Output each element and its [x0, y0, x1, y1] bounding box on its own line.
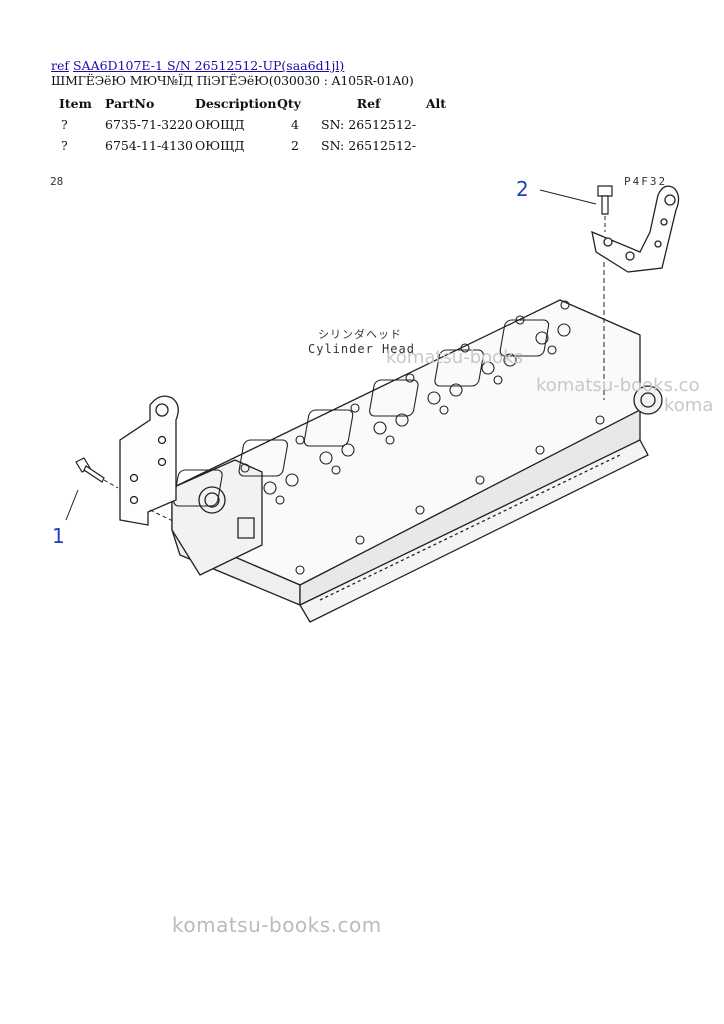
front-lifting-bracket — [119, 395, 179, 526]
col-qty: Qty — [277, 95, 301, 111]
cell-ref: SN: 26512512- — [321, 138, 417, 153]
leader-line-2 — [539, 189, 597, 205]
leader-line-1 — [65, 489, 79, 521]
watermark-overlay-b: komatsu-books.co — [536, 375, 700, 396]
cell-qty: 2 — [291, 138, 299, 153]
watermark-bottom: komatsu-books.com — [172, 913, 382, 937]
cell-partno: 6735-71-3220 — [105, 117, 193, 132]
cell-description: ОЮЩД — [195, 117, 245, 132]
watermark-overlay-c: koma — [664, 395, 714, 416]
callout-1: 1 — [52, 524, 65, 548]
cylinder-3 — [303, 409, 409, 447]
cell-item: ? — [61, 117, 68, 132]
ref-link[interactable]: ref — [51, 58, 69, 73]
table-row: ? 6754-11-4130 ОЮЩД 2 SN: 26512512- — [51, 135, 446, 156]
cell-description: ОЮЩД — [195, 138, 245, 153]
rear-lifting-bracket — [591, 185, 680, 273]
table-row: ? 6735-71-3220 ОЮЩД 4 SN: 26512512- — [51, 114, 446, 135]
figure-code: P4F32 — [624, 175, 668, 188]
callout-2: 2 — [516, 177, 529, 201]
cylinder-2 — [238, 439, 355, 477]
watermark-overlay-a: komatsu-books — [386, 347, 523, 368]
cell-ref: SN: 26512512- — [321, 117, 417, 132]
cylinder-4 — [369, 379, 463, 417]
cell-qty: 4 — [291, 117, 299, 132]
col-partno: PartNo — [105, 95, 155, 111]
table-header-row: Item PartNo Description Qty Ref Alt — [51, 92, 446, 114]
front-bolt — [75, 457, 105, 483]
col-ref: Ref — [356, 95, 381, 111]
model-link[interactable]: SAA6D107E-1 S/N 26512512-UP(saa6d1jl) — [72, 58, 345, 73]
label-cylinder-head: Cylinder Head — [308, 342, 415, 356]
col-alt: Alt — [425, 95, 447, 111]
cell-item: ? — [61, 138, 68, 153]
parts-table: Item PartNo Description Qty Ref Alt ? 67… — [51, 92, 446, 156]
col-item: Item — [59, 95, 92, 111]
col-description: Description — [195, 95, 277, 111]
cylinder-6 — [499, 319, 571, 357]
edge-bolts — [240, 300, 605, 575]
page-subtitle: ШМГЁЭёЮ МЮЧ№ЇД ПiЭГЁЭёЮ(030030 : A105R-0… — [51, 73, 414, 88]
header-links: ref SAA6D107E-1 S/N 26512512-UP(saa6d1jl… — [51, 57, 344, 74]
drawing-corner-code: 28 — [50, 175, 64, 188]
rear-bolt — [597, 185, 613, 215]
cell-partno: 6754-11-4130 — [105, 138, 193, 153]
cylinder-5 — [434, 349, 517, 387]
label-japanese: シリンダヘッド — [318, 328, 402, 341]
